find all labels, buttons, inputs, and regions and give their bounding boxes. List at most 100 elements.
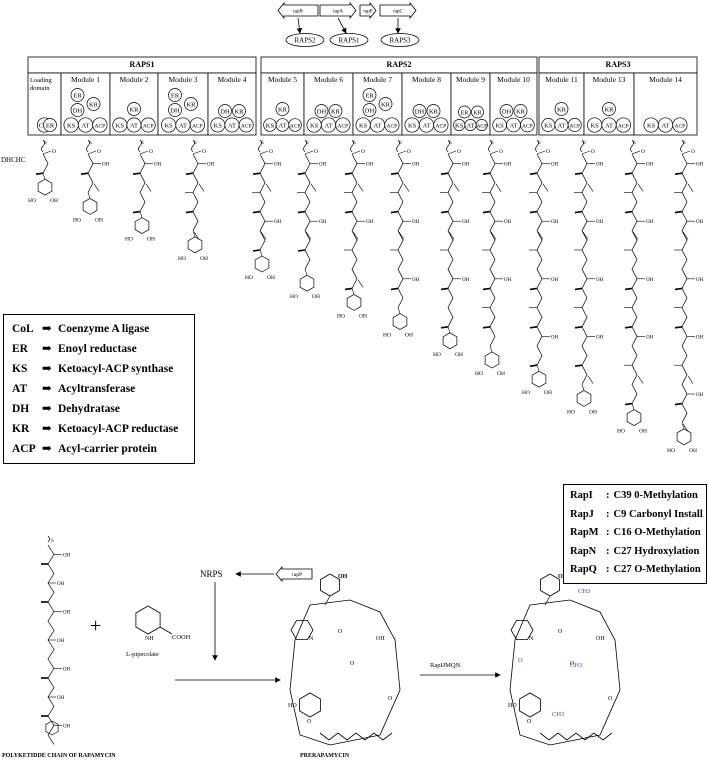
hydroxyl-label: HO	[73, 217, 81, 223]
oxygen-label: O	[350, 661, 355, 667]
sulfur-label: S	[683, 141, 686, 146]
oxygen-label: O	[457, 149, 461, 155]
hydroxyl-label: OH	[504, 220, 512, 225]
hydroxyl-label: OH	[376, 636, 385, 642]
enzyme-separator: :	[606, 564, 610, 575]
hydroxyl-label: OH	[551, 220, 559, 225]
domain-circle	[238, 117, 254, 133]
hydroxyl-label: OH	[274, 163, 282, 168]
legend-name: Enoyl reductase	[58, 343, 137, 355]
domain-label: KR	[129, 107, 139, 114]
backbone-bond	[42, 153, 49, 174]
double-bond	[537, 231, 544, 240]
oxygen-label: O	[527, 719, 532, 725]
hydroxyl-label: OH	[689, 448, 697, 454]
domain-circle	[426, 104, 441, 118]
sulfur-label: S	[89, 141, 92, 146]
oxygen-label: O	[314, 149, 318, 155]
hydroxyl-label: OH	[462, 163, 470, 168]
hydroxyl-label: OH	[646, 278, 654, 283]
module-label: Module 11	[545, 75, 578, 84]
hydroxyl-label: HO	[28, 198, 36, 204]
hydroxyl-label: OH	[696, 220, 704, 225]
domain-label: AT	[279, 123, 287, 130]
methyl-wedge	[574, 287, 583, 291]
module-label: Module 3	[169, 75, 198, 84]
ring-link-bond	[447, 326, 451, 333]
hydroxyl-label: OH	[596, 636, 605, 642]
macrocycle-ring	[509, 599, 621, 746]
cyclohexane-ring	[531, 370, 547, 388]
methyl-wedge	[440, 326, 449, 329]
ring-link-bond	[192, 230, 196, 237]
hydroxyl-label: HO	[567, 409, 575, 415]
domain-circle	[458, 105, 471, 119]
double-bond	[352, 231, 359, 240]
double-bond	[490, 231, 497, 240]
domain-circle	[554, 102, 569, 116]
oxygen-label: O	[570, 661, 575, 667]
hydroxyl-label: HO	[667, 448, 675, 454]
sulfur-label: S	[261, 141, 264, 146]
oxygen-label: O	[641, 149, 645, 155]
hydroxyl-label: OH	[596, 278, 604, 283]
legend-arrow-icon: ➡	[42, 443, 52, 455]
polyketide-caption: POLYKETIDDE CHAIN OF RAPAMYCIN	[2, 753, 116, 759]
thioester-bond	[680, 139, 684, 153]
double-bond	[682, 423, 689, 432]
methyl-wedge	[624, 210, 633, 214]
hydroxyl-label: OH	[274, 220, 282, 225]
cyclohexyl-ring	[320, 573, 340, 597]
domain-label: KR	[234, 109, 244, 116]
carbonyl-bond	[87, 150, 97, 155]
hydroxyl-label: OH	[412, 278, 420, 283]
methyl-wedge	[390, 210, 399, 214]
carboxyl-label: COOH	[172, 634, 191, 641]
backbone-bond	[87, 153, 94, 193]
double-bond	[582, 231, 589, 240]
module-label: Module 9	[456, 75, 485, 84]
thioester-bond	[86, 139, 90, 153]
oxygen-label: O	[558, 629, 563, 635]
domain-circle	[513, 104, 528, 118]
hydroxyl-label: OH	[646, 163, 654, 168]
hydroxyl-label: HO	[288, 703, 297, 709]
domain-circle	[615, 117, 631, 133]
domain-label: DH	[220, 109, 230, 116]
domain-label: ACP	[436, 124, 447, 130]
protein-label: RAPS3	[389, 37, 411, 45]
hydroxyl-label: OH	[462, 278, 470, 283]
double-bond	[193, 231, 200, 240]
hydroxyl-label: OH	[338, 574, 348, 580]
double-bond	[448, 231, 455, 240]
cyclohexane-ring	[254, 255, 270, 273]
legend-arrow-icon: ➡	[42, 363, 52, 375]
module-label: Module 1	[71, 75, 100, 84]
domain-label: ER	[73, 93, 82, 100]
domain-label: AT	[510, 123, 518, 130]
double-bond	[357, 279, 364, 288]
domain-circle	[288, 118, 302, 132]
methyl-wedge	[624, 326, 633, 329]
hydroxyl-label: OH	[63, 554, 71, 559]
domain-circle	[275, 102, 290, 116]
carbonyl-bond	[681, 150, 691, 155]
hydroxyl-label: OH	[551, 163, 559, 168]
gene-label: rapB	[293, 10, 303, 15]
methyl-wedge	[440, 287, 449, 291]
double-bond	[260, 231, 267, 240]
gene-arrow-line	[296, 17, 303, 34]
domain-label: ACP	[522, 124, 533, 130]
double-bond	[305, 231, 312, 240]
carbonyl-bond	[581, 150, 591, 155]
carbonyl-bond	[351, 150, 361, 155]
oxygen-label: O	[338, 629, 343, 635]
domain-label: AT	[467, 123, 475, 130]
domain-circle	[140, 117, 156, 133]
nitrogen-label: N	[529, 636, 534, 642]
piperidine-ring	[510, 620, 534, 640]
domain-label: KS	[495, 123, 504, 130]
domain-label: KS	[647, 123, 656, 130]
carbonyl-bond	[139, 150, 149, 155]
